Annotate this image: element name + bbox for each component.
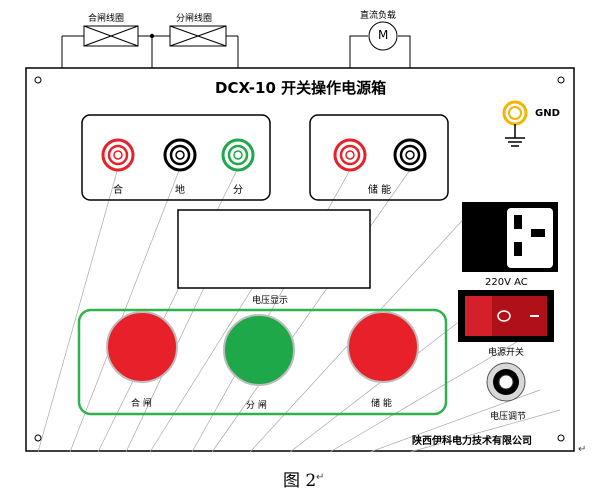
motor-letter: M — [378, 28, 389, 42]
voltage-display — [177, 209, 371, 289]
open-terminal-label: 分 — [233, 185, 243, 196]
ground-terminal-label: 地 — [175, 185, 185, 196]
control-terminal-group — [81, 114, 271, 201]
storage-terminal-group — [309, 114, 449, 201]
return-mark: ↵ — [316, 472, 325, 483]
storage-button-label: 储 能 — [371, 399, 392, 409]
open-button[interactable] — [223, 314, 295, 386]
storage-terminal-label: 储 能 — [368, 185, 392, 196]
close-terminal[interactable] — [101, 138, 135, 172]
gnd-label: GND — [535, 108, 560, 119]
open-coil-label: 分闸线圈 — [176, 14, 213, 24]
close-button-label: 合 闸 — [131, 399, 152, 409]
power-switch-label: 电源开关 — [488, 348, 525, 358]
ac-power-inlet[interactable] — [462, 202, 558, 272]
junction-dot — [149, 33, 155, 39]
storage-button[interactable] — [347, 311, 419, 383]
panel-title: DCX-10 开关操作电源箱 — [215, 79, 387, 97]
dc-load-label: 直流负载 — [360, 11, 397, 21]
ac-rating-label: 220V AC — [485, 277, 528, 288]
company-name: 陕西伊科电力技术有限公司 — [412, 436, 532, 447]
corner-screws — [34, 76, 565, 442]
ground-terminal[interactable] — [163, 138, 197, 172]
storage-positive-terminal[interactable] — [333, 138, 367, 172]
voltage-adjust-label: 电压调节 — [490, 412, 527, 422]
voltage-adjust-knob[interactable] — [486, 362, 526, 402]
motor-symbol — [368, 21, 398, 51]
power-rocker-switch[interactable] — [458, 290, 554, 342]
voltage-display-label: 电压显示 — [252, 296, 289, 306]
close-coil-label: 合闸线圈 — [88, 14, 125, 24]
close-coil-symbol — [83, 25, 139, 47]
storage-negative-terminal[interactable] — [393, 138, 427, 172]
close-terminal-label: 合 — [113, 185, 123, 196]
return-mark-right: ↵ — [578, 444, 587, 455]
open-terminal[interactable] — [221, 138, 255, 172]
open-coil-symbol — [169, 25, 227, 47]
close-button[interactable] — [106, 311, 178, 383]
button-panel-frame — [77, 308, 448, 416]
figure-caption: 图 2 — [283, 471, 317, 491]
gnd-icon — [502, 100, 528, 147]
open-button-label: 分 闸 — [246, 401, 267, 411]
